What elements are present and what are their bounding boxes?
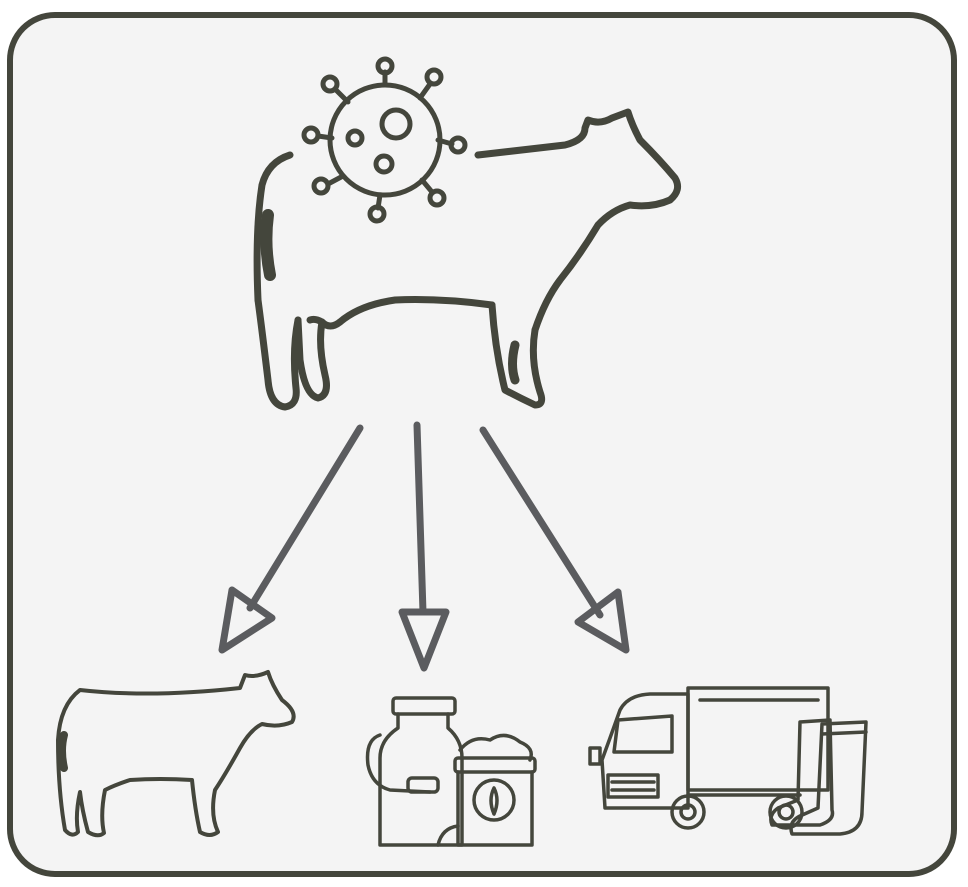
truck-and-boots-icon [588, 686, 868, 836]
cow-icon [56, 670, 296, 838]
arrow-to-milk-and-feed [398, 421, 450, 672]
arrow-to-truck-and-boots [479, 426, 630, 654]
virus-icon [301, 56, 468, 224]
infected-cow-icon [253, 108, 682, 411]
milk-can-and-feed-icon [365, 696, 537, 847]
arrow-to-cow [218, 424, 364, 654]
